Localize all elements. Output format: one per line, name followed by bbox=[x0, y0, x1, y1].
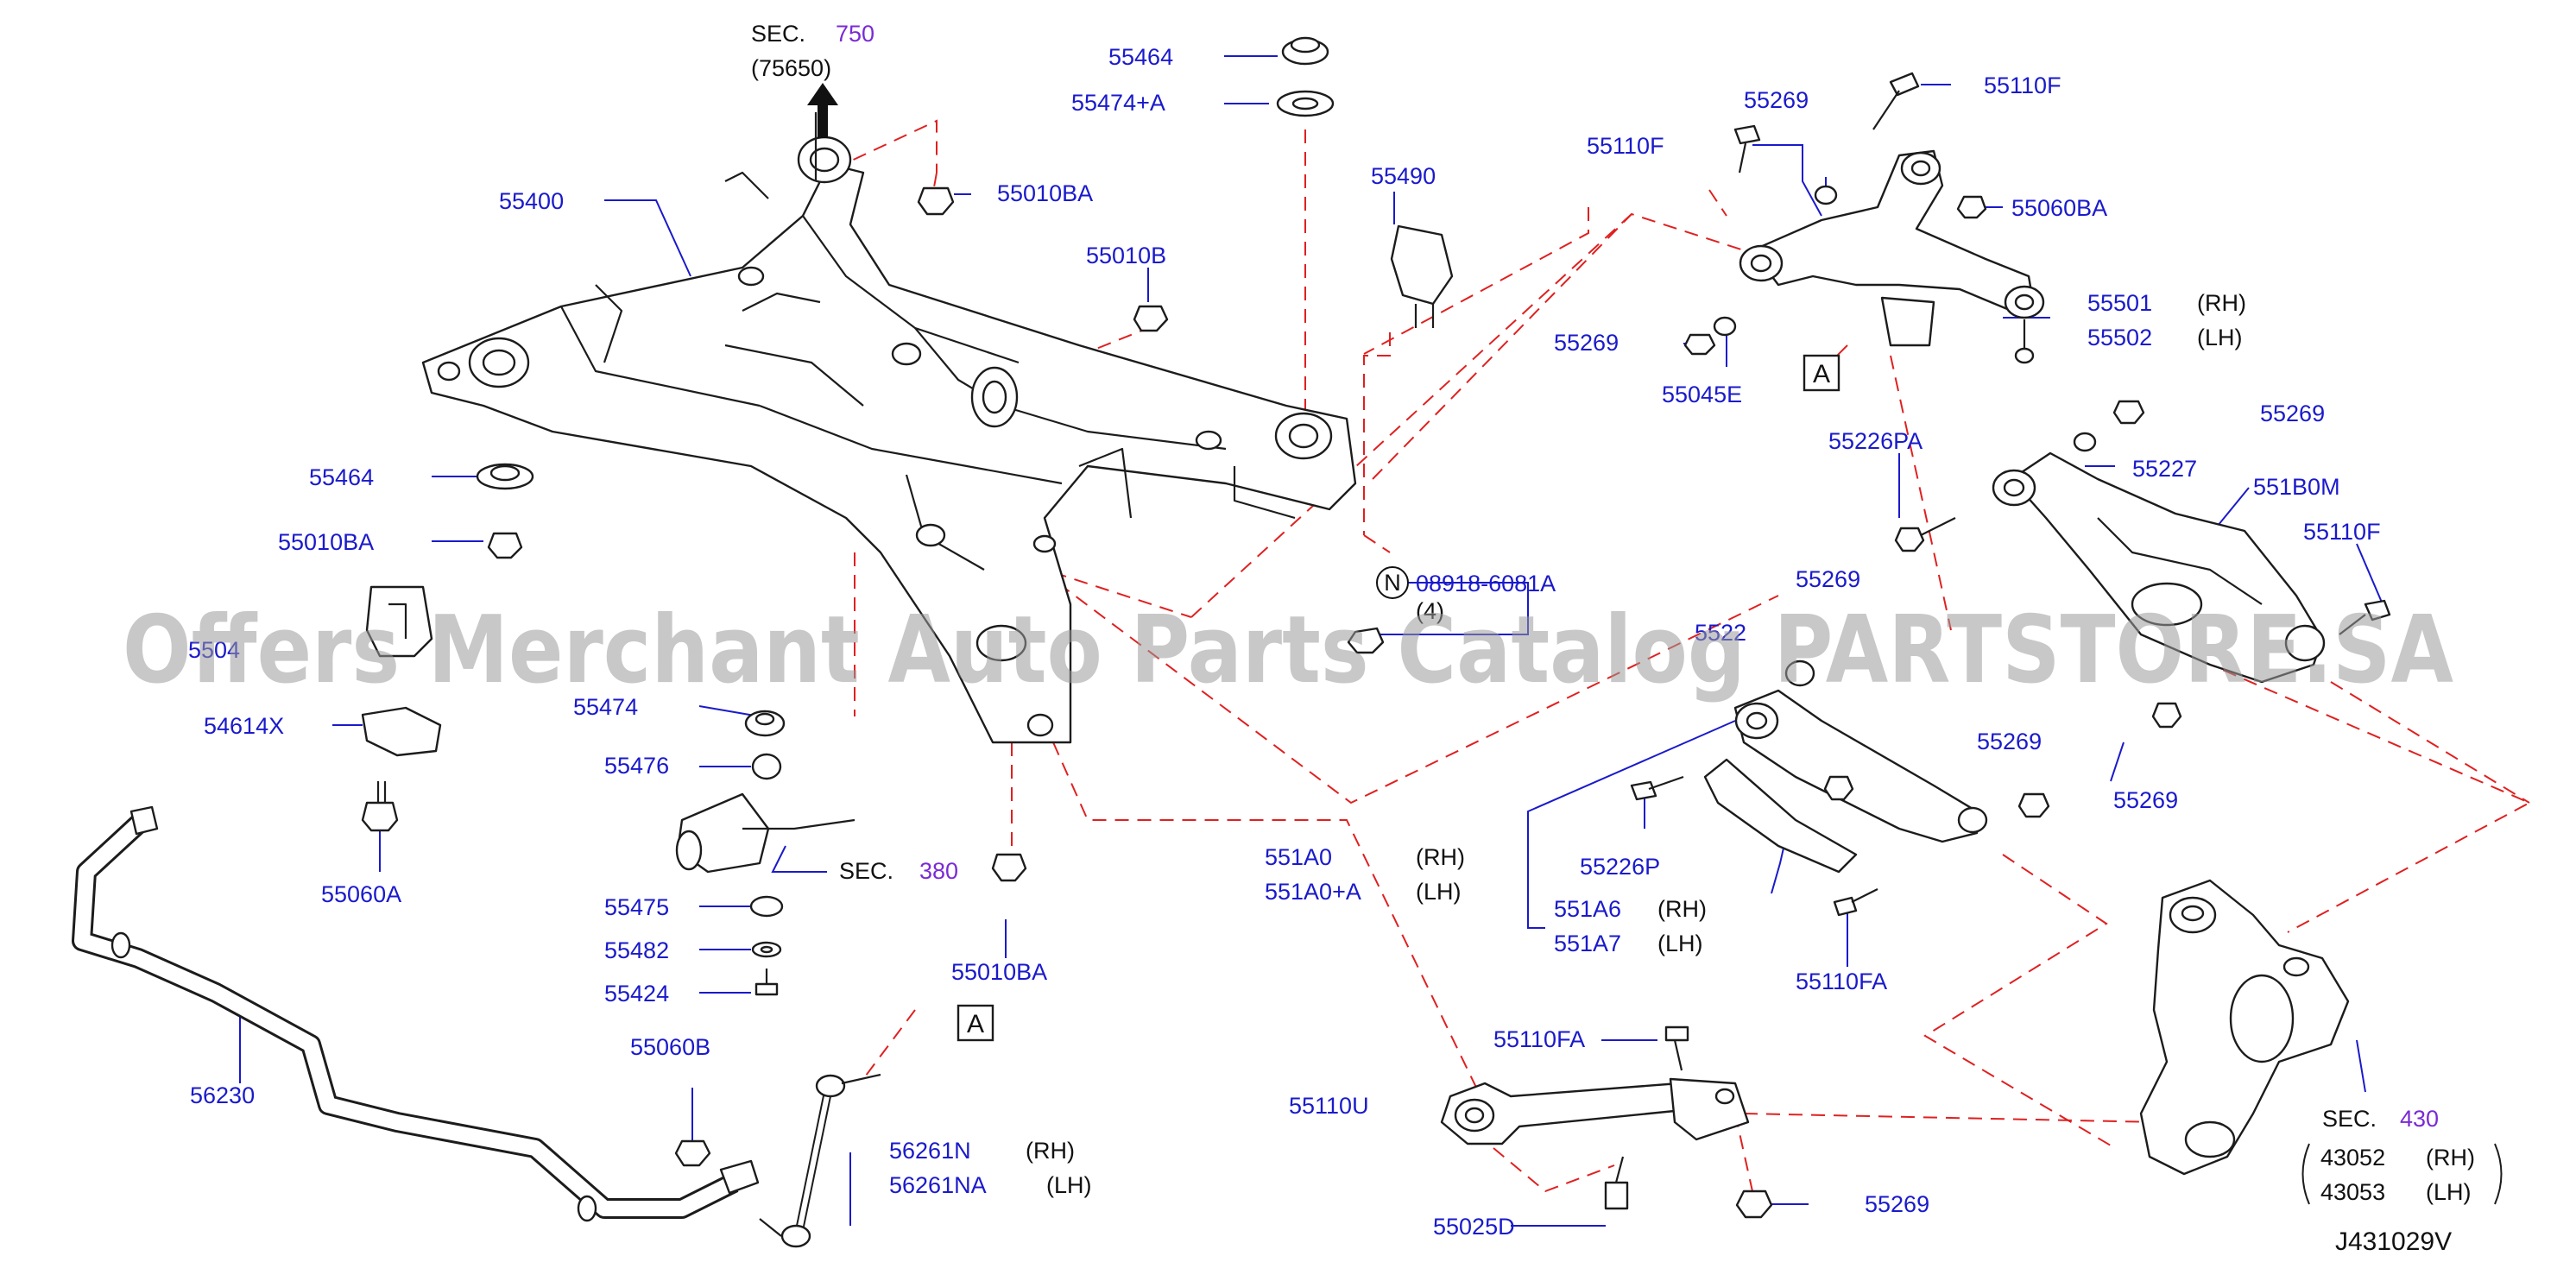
tag-551a0-rh: (RH) bbox=[1416, 844, 1465, 870]
label-55269-d[interactable]: 55269 bbox=[2113, 787, 2178, 813]
label-54614x[interactable]: 54614X bbox=[204, 713, 284, 739]
sec750-sub: (75650) bbox=[751, 55, 831, 81]
label-55474a[interactable]: 55474+A bbox=[1071, 90, 1165, 116]
stabilizer-bar-56230 bbox=[72, 805, 760, 1222]
tag-551a6-rh: (RH) bbox=[1657, 896, 1707, 922]
label-55502[interactable]: 55502 bbox=[2087, 325, 2152, 350]
label-56261n[interactable]: 56261N bbox=[889, 1138, 971, 1164]
label-55010ba-bottom[interactable]: 55010BA bbox=[951, 959, 1047, 985]
label-55227[interactable]: 55227 bbox=[2132, 456, 2197, 482]
tag-551a7-lh: (LH) bbox=[1657, 931, 1703, 956]
label-55424[interactable]: 55424 bbox=[604, 981, 669, 1006]
hardware-nuts-washers bbox=[361, 36, 1454, 1167]
stabilizer-link-56261 bbox=[759, 1073, 881, 1248]
label-5522x[interactable]: 5522 bbox=[1695, 620, 1746, 646]
label-55501[interactable]: 55501 bbox=[2087, 290, 2152, 316]
label-55400[interactable]: 55400 bbox=[499, 188, 564, 214]
label-55045e[interactable]: 55045E bbox=[1662, 382, 1742, 407]
tag-56261n-rh: (RH) bbox=[1026, 1138, 1075, 1164]
label-55010ba-left[interactable]: 55010BA bbox=[278, 529, 374, 555]
label-55110f-c[interactable]: 55110F bbox=[2303, 519, 2381, 545]
label-55269-b[interactable]: 55269 bbox=[1554, 330, 1619, 356]
label-55490[interactable]: 55490 bbox=[1371, 163, 1436, 189]
label-08918-qty: (4) bbox=[1416, 598, 1444, 624]
tag-55501-rh: (RH) bbox=[2197, 290, 2246, 316]
label-55269-c[interactable]: 55269 bbox=[2260, 401, 2325, 426]
ref-circle-n-letter: N bbox=[1384, 570, 1401, 596]
label-08918-6081a[interactable]: 08918-6081A bbox=[1416, 571, 1556, 596]
sec430-rh-tag: (RH) bbox=[2426, 1145, 2475, 1171]
sec750-number[interactable]: 750 bbox=[836, 21, 874, 47]
label-55464-left[interactable]: 55464 bbox=[309, 464, 374, 490]
lower-link-551b0m bbox=[1894, 400, 2391, 729]
label-551a0a[interactable]: 551A0+A bbox=[1265, 879, 1361, 905]
label-55110fa-b[interactable]: 55110FA bbox=[1493, 1026, 1585, 1052]
label-56230[interactable]: 56230 bbox=[190, 1082, 255, 1108]
section-ref-380: SEC. 380 bbox=[839, 858, 958, 884]
section-ref-750: SEC. 750 (75650) bbox=[751, 21, 874, 81]
sec430-lh: 43053 bbox=[2320, 1179, 2385, 1205]
upper-link-55501 bbox=[1683, 72, 2045, 364]
sec430-rh: 43052 bbox=[2320, 1145, 2385, 1171]
label-55060a[interactable]: 55060A bbox=[321, 881, 401, 907]
label-55110f-b[interactable]: 55110F bbox=[1587, 133, 1664, 159]
label-5504x[interactable]: 5504 bbox=[188, 637, 240, 663]
lateral-link-551a0 bbox=[1630, 659, 2050, 917]
arrow-up-icon bbox=[807, 83, 838, 138]
sec430-lh-tag: (LH) bbox=[2426, 1179, 2472, 1205]
watermark-text: Offers Merchant Auto Parts Catalog PARTS… bbox=[123, 596, 2453, 704]
label-55060ba[interactable]: 55060BA bbox=[2011, 195, 2107, 221]
ref-box-a-upper: A bbox=[1803, 354, 1840, 392]
leader-lines bbox=[239, 55, 2383, 1227]
ref-box-a-lower-letter: A bbox=[967, 1010, 984, 1038]
label-55474[interactable]: 55474 bbox=[573, 694, 638, 720]
label-55464-top[interactable]: 55464 bbox=[1108, 44, 1173, 70]
toe-link-55110u bbox=[1440, 1025, 1773, 1219]
sec380-number[interactable]: 380 bbox=[919, 858, 958, 884]
ref-box-a-upper-letter: A bbox=[1813, 360, 1830, 388]
label-55475[interactable]: 55475 bbox=[604, 894, 669, 920]
label-55010b[interactable]: 55010B bbox=[1086, 243, 1166, 268]
tag-55502-lh: (LH) bbox=[2197, 325, 2243, 350]
label-55482[interactable]: 55482 bbox=[604, 937, 669, 963]
label-551a6[interactable]: 551A6 bbox=[1554, 896, 1621, 922]
section-ref-430: SEC. 430 43052 (RH) 43053 (LH) bbox=[2301, 1106, 2503, 1205]
label-55269-e[interactable]: 55269 bbox=[1796, 566, 1860, 592]
label-55226pa[interactable]: 55226PA bbox=[1828, 428, 1923, 454]
label-56261na[interactable]: 56261NA bbox=[889, 1172, 987, 1198]
label-55476[interactable]: 55476 bbox=[604, 753, 669, 779]
label-55060b[interactable]: 55060B bbox=[630, 1034, 710, 1060]
label-55025d[interactable]: 55025D bbox=[1433, 1214, 1515, 1240]
label-55110f-a[interactable]: 55110F bbox=[1984, 73, 2061, 98]
sec430-prefix: SEC. bbox=[2322, 1106, 2377, 1132]
part-labels: 55400 55464 55474+A 55010BA 55010B 55490… bbox=[188, 44, 2381, 1240]
sec380-prefix: SEC. bbox=[839, 858, 893, 884]
label-551a7[interactable]: 551A7 bbox=[1554, 931, 1621, 956]
subframe-55400 bbox=[421, 112, 1357, 744]
knuckle-43052 bbox=[2139, 879, 2350, 1176]
ref-box-a-lower: A bbox=[957, 1004, 994, 1042]
label-55110fa-a[interactable]: 55110FA bbox=[1796, 969, 1887, 994]
label-55269-a[interactable]: 55269 bbox=[1744, 87, 1809, 113]
label-551b0m[interactable]: 551B0M bbox=[2253, 474, 2340, 500]
label-55269-g[interactable]: 55269 bbox=[1865, 1191, 1929, 1217]
label-55269-f[interactable]: 55269 bbox=[1977, 729, 2042, 754]
label-55010ba-top[interactable]: 55010BA bbox=[997, 180, 1093, 206]
ref-circle-n: N bbox=[1376, 566, 1409, 599]
tag-56261na-lh: (LH) bbox=[1046, 1172, 1092, 1198]
sec750-prefix: SEC. bbox=[751, 21, 805, 47]
tag-551a0a-lh: (LH) bbox=[1416, 879, 1462, 905]
diagram-code: J431029V bbox=[2335, 1227, 2452, 1256]
label-55110u[interactable]: 55110U bbox=[1289, 1093, 1369, 1119]
sec430-number[interactable]: 430 bbox=[2400, 1106, 2439, 1132]
label-551a0[interactable]: 551A0 bbox=[1265, 844, 1332, 870]
label-55226p[interactable]: 55226P bbox=[1580, 854, 1660, 880]
